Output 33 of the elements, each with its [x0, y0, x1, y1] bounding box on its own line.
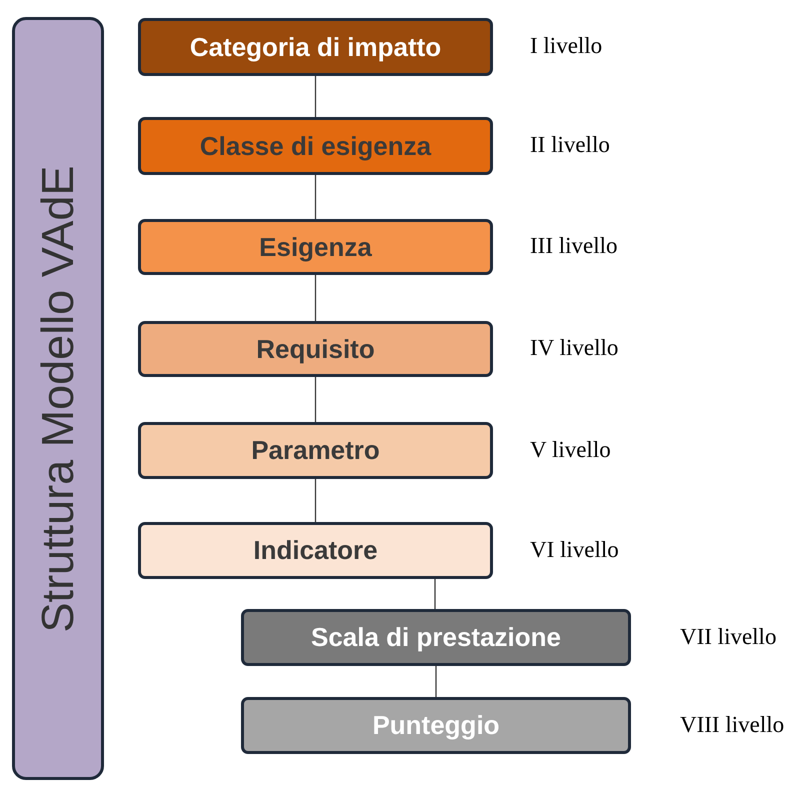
- level-box: [138, 117, 493, 175]
- level-box: [138, 321, 493, 377]
- level-box: [241, 697, 631, 754]
- connector-line: [314, 275, 316, 321]
- level-box: [138, 522, 493, 579]
- level-label: VII livello: [680, 624, 776, 650]
- level-label: VI livello: [530, 536, 619, 562]
- connector-line: [435, 666, 437, 697]
- connector-line: [434, 579, 436, 609]
- level-box: [138, 219, 493, 275]
- level-label: II livello: [530, 132, 610, 158]
- level-name: Requisito: [256, 334, 375, 364]
- level-name: Punteggio: [372, 710, 500, 741]
- level-name: Scala di prestazione: [311, 622, 561, 653]
- level-label: V livello: [530, 436, 611, 462]
- level-name: Esigenza: [259, 232, 372, 262]
- level-box: [138, 422, 493, 479]
- level-name: Classe di esigenza: [200, 130, 432, 162]
- connector-line: [314, 377, 316, 422]
- connector-line: [314, 175, 316, 219]
- level-name: Categoria di impatto: [190, 32, 442, 62]
- level-box: [241, 609, 631, 666]
- level-name: Indicatore: [253, 535, 378, 566]
- level-label: IV livello: [530, 335, 618, 361]
- level-name: Parametro: [251, 435, 380, 466]
- level-label: III livello: [530, 233, 618, 259]
- level-label: VIII livello: [680, 712, 784, 738]
- vertical-title: Struttura Modello VAdE: [32, 165, 84, 632]
- connector-line: [314, 76, 316, 117]
- level-label: I livello: [530, 33, 602, 59]
- connector-line: [314, 479, 316, 522]
- vertical-title-band: [12, 17, 104, 780]
- level-box: [138, 18, 493, 76]
